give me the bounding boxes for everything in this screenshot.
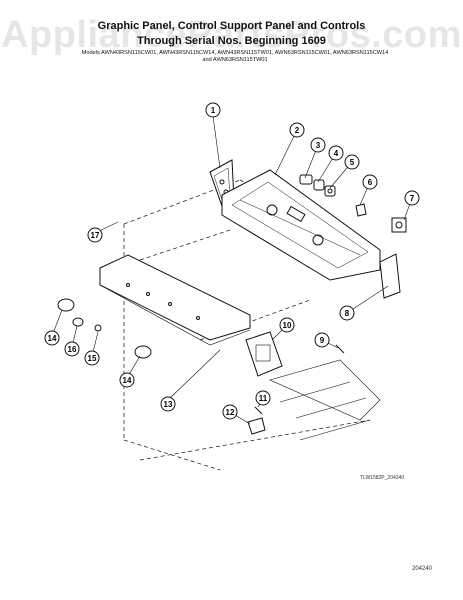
svg-text:1: 1 bbox=[211, 106, 216, 115]
callout-14b: 14 bbox=[119, 372, 135, 388]
part-knob-14b bbox=[134, 345, 152, 359]
diagram-subtitle: Through Serial Nos. Beginning 1609 bbox=[137, 35, 326, 47]
part-switch-7 bbox=[391, 217, 407, 233]
models-line-1: Models AWN43RSN115CW01, AWN43RSN115CW14,… bbox=[81, 50, 389, 56]
callout-3: 3 bbox=[310, 137, 326, 153]
part-screw-15 bbox=[94, 324, 102, 332]
svg-text:3: 3 bbox=[316, 141, 321, 150]
part-knob-4 bbox=[313, 179, 325, 191]
part-control-support-panel-2 bbox=[221, 169, 381, 281]
svg-text:13: 13 bbox=[164, 400, 173, 409]
part-spacer-16 bbox=[72, 317, 84, 327]
diagram-title: Graphic Panel, Control Support Panel and… bbox=[97, 20, 366, 32]
svg-text:14: 14 bbox=[123, 376, 132, 385]
svg-text:9: 9 bbox=[320, 336, 325, 345]
callout-6: 6 bbox=[362, 174, 378, 190]
callout-16: 16 bbox=[64, 341, 80, 357]
callout-1: 1 bbox=[205, 102, 221, 118]
svg-text:12: 12 bbox=[226, 408, 235, 417]
svg-text:11: 11 bbox=[259, 394, 268, 403]
svg-text:5: 5 bbox=[350, 158, 355, 167]
svg-text:16: 16 bbox=[68, 345, 77, 354]
svg-text:8: 8 bbox=[345, 309, 350, 318]
svg-text:6: 6 bbox=[368, 178, 373, 187]
svg-text:14: 14 bbox=[48, 334, 57, 343]
svg-text:10: 10 bbox=[283, 321, 292, 330]
part-knob-3 bbox=[299, 174, 313, 185]
callout-13: 13 bbox=[160, 396, 176, 412]
callout-7: 7 bbox=[404, 190, 420, 206]
watermark: AppliancePartsPros.com bbox=[1, 14, 462, 56]
callout-14a: 14 bbox=[44, 330, 60, 346]
part-clip-6 bbox=[355, 203, 367, 217]
callout-4: 4 bbox=[328, 145, 344, 161]
callout-12: 12 bbox=[222, 404, 238, 420]
page-number: 204240 bbox=[412, 566, 433, 572]
part-end-cap-8 bbox=[379, 253, 401, 299]
part-screw-11 bbox=[254, 406, 263, 415]
callout-17: 17 bbox=[87, 227, 103, 243]
callout-9: 9 bbox=[314, 332, 330, 348]
svg-text:7: 7 bbox=[410, 194, 415, 203]
callout-labels: 1 2 3 4 5 6 7 8 9 10 11 12 13 14 14 15 1… bbox=[44, 102, 420, 420]
cabinet-frame bbox=[269, 359, 381, 441]
part-knob-14a bbox=[57, 298, 75, 312]
callout-15: 15 bbox=[84, 350, 100, 366]
part-control-module-10 bbox=[245, 331, 283, 377]
callout-11: 11 bbox=[255, 390, 271, 406]
part-knob-5 bbox=[324, 185, 336, 197]
callout-2: 2 bbox=[289, 122, 305, 138]
callout-8: 8 bbox=[339, 305, 355, 321]
svg-text:15: 15 bbox=[88, 354, 97, 363]
svg-text:17: 17 bbox=[91, 231, 100, 240]
svg-text:4: 4 bbox=[334, 149, 339, 158]
callout-10: 10 bbox=[279, 317, 295, 333]
part-bracket-12 bbox=[247, 417, 266, 435]
part-screw-9 bbox=[335, 344, 345, 354]
callout-5: 5 bbox=[344, 154, 360, 170]
svg-text:2: 2 bbox=[295, 126, 300, 135]
part-graphic-panel-13 bbox=[99, 254, 251, 346]
models-line-2: and AWN63RSN115TW01 bbox=[202, 57, 268, 63]
part-code: TLW1582P_204240 bbox=[360, 475, 405, 481]
